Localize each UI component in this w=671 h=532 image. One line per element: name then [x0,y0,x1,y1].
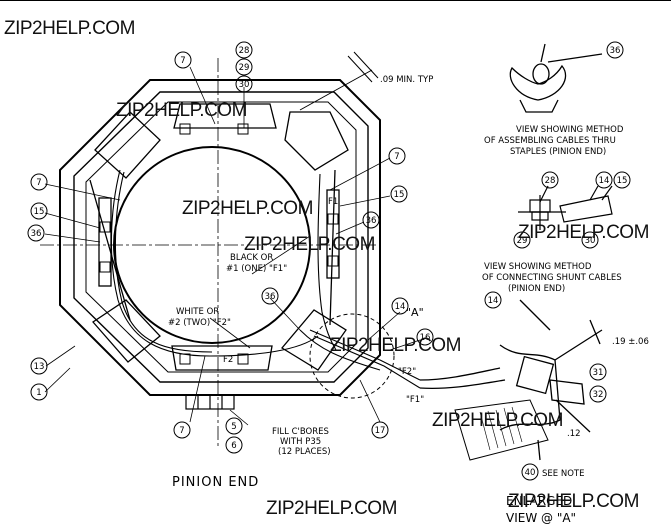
callout-31: 31 [593,368,604,378]
dim-12-label: .12 [567,429,581,439]
callout-14: 14 [488,296,499,306]
shunt-caption-line2: OF CONNECTING SHUNT CABLES [482,273,622,283]
callout-36: 36 [265,292,276,302]
callout-36: 36 [366,216,377,226]
staples-caption-line3: STAPLES (PINION END) [510,147,606,157]
callout-40: 40 [525,468,536,478]
f2-marker: F2 [223,355,233,365]
shunt-detail [518,185,613,230]
cable-routing [110,169,421,389]
fill-cbores-line2: WITH P35 [280,437,321,447]
watermark: ZIP2HELP.COM [116,100,247,121]
callout-7: 7 [394,152,399,162]
watermark: ZIP2HELP.COM [508,491,639,512]
view-a-marker: "A" [406,306,424,319]
enlarged-view-a [419,299,603,461]
f2-lead-label: "F2" [398,367,416,377]
black-f1-label-line1: BLACK OR [230,253,273,263]
leader-lines [44,66,421,426]
callout-30: 30 [239,80,250,90]
callout-1: 1 [36,388,41,398]
fill-cbores-line3: (12 PLACES) [278,447,331,457]
center-lines [40,58,380,448]
callout-28: 28 [545,176,556,186]
callout-14: 14 [599,176,610,186]
watermark: ZIP2HELP.COM [182,198,313,219]
callout-29: 29 [517,236,528,246]
frame-outer [59,79,381,396]
staples-caption-line2: OF ASSEMBLING CABLES THRU [484,136,616,146]
f1-lead-label: "F1" [406,395,424,405]
min-typ-label: .09 MIN. TYP [380,75,433,85]
pinion-end-title: PINION END [172,475,259,490]
staples-caption-line1: VIEW SHOWING METHOD [516,125,624,135]
callout-30: 30 [585,236,596,246]
see-note-label: SEE NOTE [542,469,584,479]
shunt-caption-line3: (PINION END) [508,284,565,294]
staple-detail [509,43,603,113]
watermark: ZIP2HELP.COM [432,410,563,431]
watermark: ZIP2HELP.COM [330,335,461,356]
top-border [0,0,671,1]
white-f2-label-line1: WHITE OR [176,307,219,317]
callout-29: 29 [239,63,250,73]
callout-15: 15 [34,207,45,217]
callout-15: 15 [394,190,405,200]
callout-7: 7 [180,56,185,66]
callout-7: 7 [179,426,184,436]
callout-14: 14 [395,302,406,312]
callout-16: 16 [420,333,431,343]
enlarged-view-title-line2: VIEW @ "A" [506,511,576,525]
callout-36: 36 [610,46,621,56]
callout-36: 36 [31,229,42,239]
min-typ-leader [299,51,379,111]
callout-13: 13 [34,362,45,372]
callout-6: 6 [231,441,236,451]
watermark: ZIP2HELP.COM [244,234,375,255]
bottom-terminal [185,394,235,410]
dim-19-label: .19 ±.06 [612,337,649,347]
watermark: ZIP2HELP.COM [4,18,135,39]
watermark: ZIP2HELP.COM [266,498,397,519]
watermark: ZIP2HELP.COM [518,222,649,243]
callout-15: 15 [617,176,628,186]
mounting-bolts [99,123,339,365]
callout-7: 7 [36,178,41,188]
callout-17: 17 [375,426,386,436]
enlarged-view-title-line1: ENLARGED [506,494,572,508]
callout-5: 5 [231,422,236,432]
armature-circle [113,146,311,344]
pole-blocks [92,103,349,371]
callout-28: 28 [239,46,250,56]
callout-32: 32 [593,390,604,400]
view-a-circle [309,313,395,399]
fill-cbores-line1: FILL C'BORES [272,427,329,437]
f1-marker: F1 [328,197,338,207]
white-f2-label-line2: #2 (TWO) "F2" [168,318,231,328]
shunt-caption-line1: VIEW SHOWING METHOD [484,262,592,272]
black-f1-label-line2: #1 (ONE) "F1" [226,264,287,274]
callout-bubbles [27,41,631,481]
